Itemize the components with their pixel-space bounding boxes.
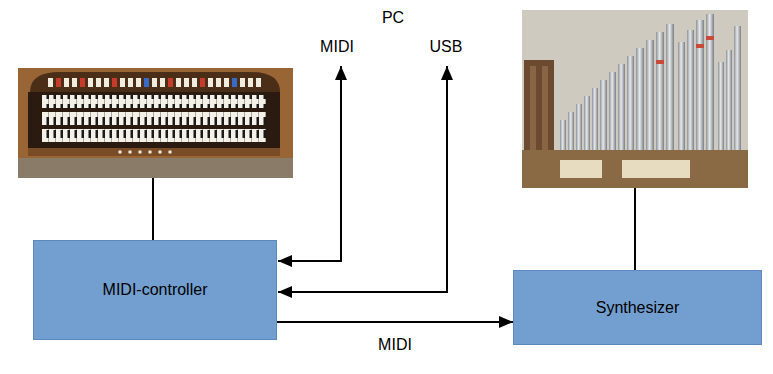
console-wire <box>152 178 154 240</box>
wooden-pipes <box>524 60 554 152</box>
manual-keyboard <box>42 129 266 142</box>
box-label: Synthesizer <box>596 299 680 317</box>
rack-panel <box>560 160 602 178</box>
box-label: MIDI-controller <box>103 281 208 299</box>
console-cabinet <box>18 68 293 178</box>
keydesk <box>28 92 280 148</box>
process-box: MIDI-controller <box>33 240 277 340</box>
pipe-labels <box>656 36 714 64</box>
metal-pipes <box>560 14 741 152</box>
connector-layer <box>277 322 513 323</box>
midi-connector <box>277 321 513 323</box>
rack-panel <box>622 160 690 178</box>
edge-label: MIDI <box>376 336 414 354</box>
organ-console <box>18 68 293 178</box>
manual-keyboard <box>42 112 266 125</box>
pipes-wire <box>634 188 636 270</box>
manual-keyboard <box>42 95 266 108</box>
stop-tabs <box>48 78 261 87</box>
stop-rail <box>30 72 280 92</box>
organ-pipes <box>522 10 748 188</box>
signal-label: USB <box>428 38 465 56</box>
pc-usb-wire <box>278 66 447 292</box>
pipe-chamber-wall <box>522 10 748 188</box>
process-box: Synthesizer <box>513 270 762 345</box>
pc-midi-wire <box>278 66 341 261</box>
key-cheek <box>28 148 280 156</box>
toe-pistons <box>118 150 172 154</box>
signal-label: MIDI <box>318 38 356 56</box>
signal-label: PC <box>380 9 406 27</box>
pipe-rack <box>522 150 748 188</box>
console-base <box>18 158 293 178</box>
